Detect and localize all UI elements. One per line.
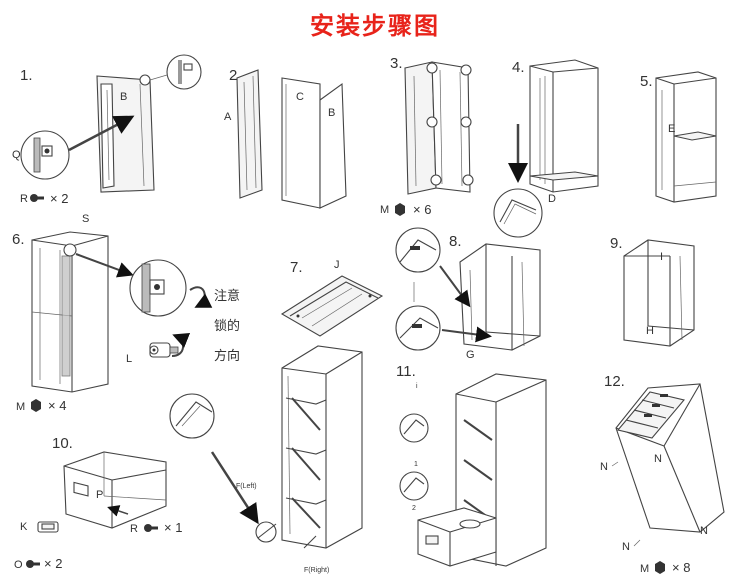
- detail-circle-bottom: [493, 188, 543, 238]
- cabinet-body: [529, 59, 599, 193]
- screw-icon: [655, 561, 665, 574]
- lock-note-line1: 注意: [214, 288, 240, 304]
- step-8: 8. G: [395, 227, 541, 361]
- part-b-label: B: [120, 91, 127, 103]
- step11-substep-1: 1: [414, 461, 418, 468]
- middle-shelf-e: [673, 131, 717, 141]
- part-b2-label: B: [328, 107, 335, 119]
- bottom-plate-d: [529, 171, 599, 181]
- part-c-label: C: [296, 91, 304, 103]
- step1-quantity: × 2: [50, 191, 68, 206]
- part-n-label-1: N: [600, 461, 608, 473]
- rail-install-figure: F(Left) F(Right): [169, 345, 363, 574]
- rail-detail-circle: [169, 393, 215, 439]
- detail-circle-top: [166, 54, 202, 90]
- substep-2-circle: [399, 471, 429, 501]
- part-s-label: S: [82, 213, 89, 225]
- step10-o-quantity: × 2: [44, 556, 62, 571]
- part-p-label: P: [96, 489, 103, 501]
- side-panel-a: [236, 69, 263, 199]
- part-r-label: R: [130, 523, 138, 535]
- lock-note-line2: 锁的: [214, 318, 240, 334]
- side-panel-b2: [319, 82, 347, 209]
- part-a-label: A: [224, 111, 232, 123]
- part-m-label: M: [640, 563, 649, 575]
- step-12-number: 12.: [604, 373, 625, 390]
- part-h-label: H: [646, 325, 654, 337]
- part-m-label: M: [380, 204, 389, 216]
- step-9-number: 9.: [610, 235, 623, 252]
- part-k-label: K: [20, 521, 28, 533]
- step10-r-quantity: × 1: [164, 520, 182, 535]
- step-1: 1. B Q R × 2: [12, 54, 202, 206]
- rail-left-label: F(Left): [236, 483, 257, 490]
- step-10-number: 10.: [52, 435, 73, 452]
- part-q-label: Q: [12, 149, 21, 161]
- part-n-label-3: N: [622, 541, 630, 553]
- step-8-number: 8.: [449, 233, 462, 250]
- screw-icon: [395, 203, 405, 216]
- left-panel: [404, 61, 437, 195]
- step-3-number: 3.: [390, 55, 403, 72]
- screw-icon: [144, 524, 158, 532]
- part-m-label: M: [16, 401, 25, 413]
- lock-cylinder-icon: [149, 342, 179, 358]
- part-r-label: R: [20, 193, 28, 205]
- step-7: 7. J: [280, 259, 384, 337]
- step11-substep-2: 2: [412, 505, 416, 512]
- cabinet-body: [281, 345, 363, 549]
- step-11-number: 11.: [396, 363, 416, 380]
- step-6: 6. S L 注意 锁的 方向 M × 4: [12, 213, 240, 413]
- page-title: 安装步骤图: [310, 12, 440, 40]
- part-o-label: O: [14, 559, 23, 571]
- step-5-number: 5.: [640, 73, 653, 90]
- part-n-label-4: N: [700, 525, 708, 537]
- drawer-handle-icon: [37, 521, 59, 533]
- step-11: 11. i 1 2: [396, 363, 547, 567]
- lock-note-line3: 方向: [214, 348, 240, 364]
- drawer-rail-j: [280, 275, 384, 337]
- part-j-label: J: [334, 259, 340, 271]
- rail-right-label: F(Right): [304, 567, 329, 574]
- panel-flange: [100, 83, 115, 189]
- step-1-number: 1.: [20, 67, 33, 84]
- step-10: 10. P K R × 1 O × 2: [14, 435, 182, 571]
- substep-1-circle: [399, 413, 429, 443]
- step-4: 4. D: [493, 59, 599, 238]
- step-3: 3. M × 6: [380, 55, 474, 217]
- step3-quantity: × 6: [413, 202, 431, 217]
- screw-icon: [31, 399, 41, 412]
- step-5: 5. E: [640, 71, 717, 203]
- step-7-number: 7.: [290, 259, 303, 276]
- step-2: 2. A C B: [224, 67, 347, 209]
- part-l-label: L: [126, 353, 132, 365]
- part-n-label-2: N: [654, 453, 662, 465]
- step-4-number: 4.: [512, 59, 525, 76]
- step-12: 12. N N N N M × 8: [600, 373, 725, 575]
- part-d-label: D: [548, 193, 556, 205]
- part-e-label: E: [668, 123, 675, 135]
- step11-substep-i: i: [416, 383, 418, 390]
- part-i-label: I: [660, 251, 663, 263]
- screw-icon: [26, 560, 40, 568]
- step6-quantity: × 4: [48, 398, 66, 413]
- part-g-label: G: [466, 349, 475, 361]
- step-6-number: 6.: [12, 231, 25, 248]
- step-9: 9. I H: [610, 235, 695, 347]
- step12-quantity: × 8: [672, 560, 690, 575]
- screw-icon: [30, 194, 44, 202]
